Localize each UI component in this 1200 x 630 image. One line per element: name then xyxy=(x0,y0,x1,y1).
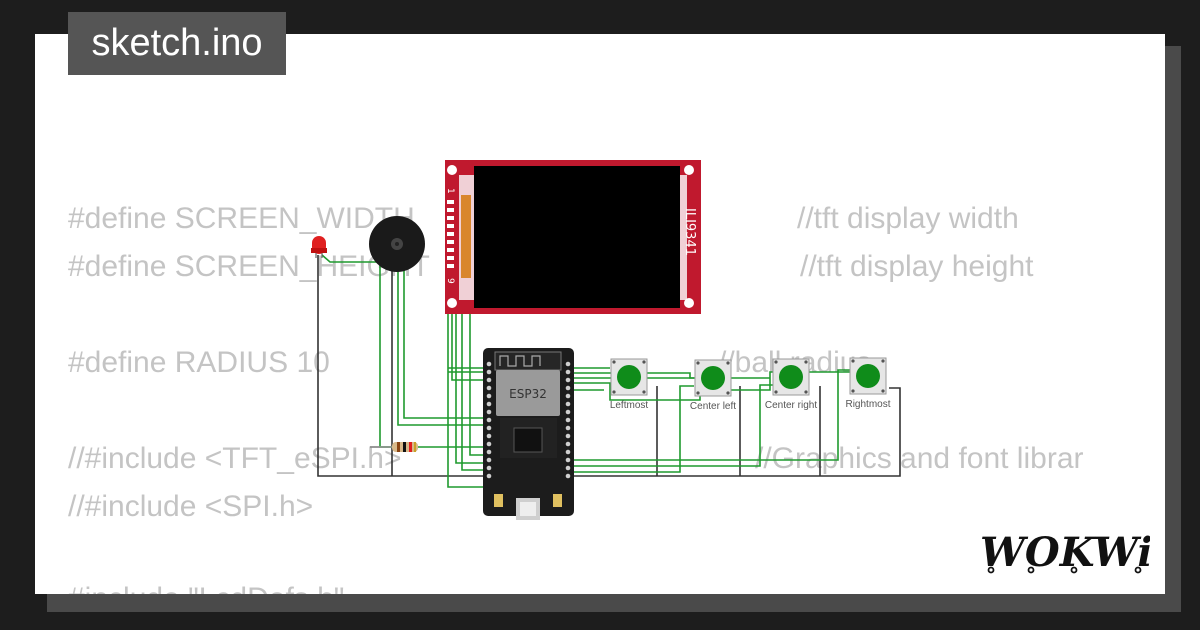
code-comment: //Graphics and font librar xyxy=(755,442,1084,475)
piezo-buzzer[interactable] xyxy=(369,216,425,272)
red-led[interactable] xyxy=(311,236,327,258)
button-label: Leftmost xyxy=(610,400,649,411)
code-comment: //tft display height xyxy=(800,250,1034,283)
mcu-label: ESP32 xyxy=(509,387,547,401)
ili9341-display[interactable]: 1 9 ILI9341 xyxy=(445,160,701,314)
display-label: ILI9341 xyxy=(682,208,697,256)
green-wires xyxy=(321,254,852,488)
code-line: #include "LcdDefs.h" xyxy=(68,582,344,594)
button-label: Center right xyxy=(765,400,817,411)
black-wires xyxy=(317,255,901,477)
button-center-left[interactable]: Center left xyxy=(690,359,736,412)
code-line: //#include <TFT_eSPI.h> xyxy=(68,442,402,475)
resistor[interactable] xyxy=(370,442,418,452)
button-label: Rightmost xyxy=(845,399,890,410)
button-leftmost[interactable]: Leftmost xyxy=(610,358,649,411)
button-rightmost[interactable]: Rightmost xyxy=(845,357,891,410)
sketch-title: sketch.ino xyxy=(68,12,286,75)
display-pin-end: 9 xyxy=(445,278,455,284)
code-comment: //tft display width xyxy=(797,202,1019,235)
esp32-board[interactable]: ESP32 xyxy=(483,348,574,520)
button-label: Center left xyxy=(690,401,736,412)
code-line: #define RADIUS 10 xyxy=(68,346,330,379)
display-pin-start: 1 xyxy=(445,188,455,194)
wokwi-logo: WOKWi xyxy=(980,529,1150,576)
button-center-right[interactable]: Center right xyxy=(765,358,817,411)
code-line: //#include <SPI.h> xyxy=(68,490,314,523)
logo-text: WOKWi xyxy=(980,529,1150,576)
